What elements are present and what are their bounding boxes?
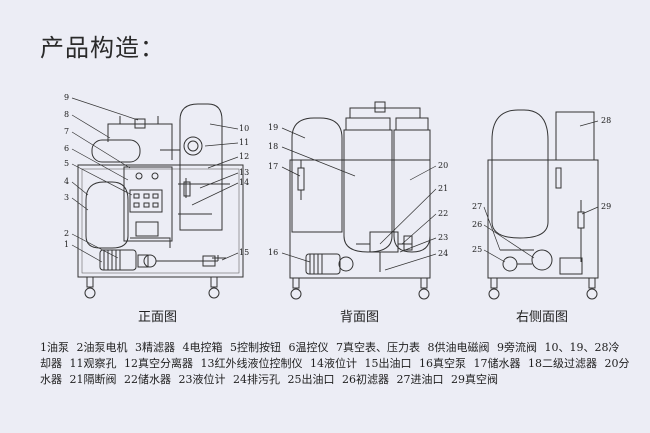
callout: 18: [268, 142, 279, 151]
page-title: 产品构造：: [40, 34, 165, 62]
callout: 13: [239, 168, 250, 177]
legend-item: 5控制按钮: [230, 341, 281, 354]
legend-item: 4电控箱: [182, 341, 223, 354]
callout: 17: [268, 162, 279, 171]
back-view: [281, 101, 437, 300]
legend-item: 18二级过滤器: [528, 357, 597, 370]
legend-item: 22储水器: [124, 373, 171, 386]
legend-item: 13红外线液位控制仪: [200, 357, 303, 370]
legend-item: 11观察孔: [69, 357, 117, 370]
callout: 7: [64, 127, 70, 136]
legend-item: 9旁流阀: [497, 341, 537, 354]
legend-item: 7真空表、压力表: [336, 341, 420, 354]
back-view-label: 背面图: [340, 310, 380, 325]
callout: 21: [438, 184, 449, 193]
legend-item: 10、19、28冷却器: [40, 341, 620, 370]
front-view: [71, 97, 244, 299]
legend-item: 20分水器: [40, 357, 630, 386]
callout: 25: [472, 245, 483, 254]
legend-item: 16真空泵: [419, 357, 466, 370]
callout: 16: [268, 248, 279, 257]
legend-item: 21隔断阀: [69, 373, 117, 386]
callout: 2: [64, 229, 70, 238]
callout: 29: [601, 202, 612, 211]
callout: 9: [64, 93, 70, 102]
callout: 24: [438, 249, 449, 258]
legend-item: 17储水器: [473, 357, 521, 370]
callout: 1: [64, 240, 70, 249]
legend-item: 8供油电磁阀: [427, 341, 490, 354]
callout: 12: [239, 152, 250, 161]
callout: 14: [239, 178, 250, 187]
legend-item: 27进油口: [396, 373, 444, 386]
callout: 15: [239, 248, 250, 257]
legend-item: 23液位计: [178, 373, 226, 386]
legend-item: 1油泵: [40, 341, 69, 354]
legend-item: 29真空阀: [451, 373, 498, 386]
callout: 20: [438, 161, 449, 170]
legend-item: 3精滤器: [135, 341, 175, 354]
callout: 3: [64, 193, 70, 202]
legend-item: 6温控仪: [288, 341, 329, 354]
callout: 6: [64, 144, 70, 153]
side-view-label: 右侧面图: [516, 310, 569, 325]
legend-item: 2油泵电机: [76, 341, 128, 354]
callout: 8: [64, 110, 70, 119]
front-view-label: 正面图: [138, 310, 178, 325]
legend-item: 14液位计: [310, 357, 357, 370]
legend-item: 26初滤器: [342, 373, 389, 386]
callout: 4: [64, 177, 70, 186]
parts-legend: 1油泵 2油泵电机 3精滤器 4电控箱 5控制按钮 6温控仪 7真空表、压力表 …: [40, 340, 630, 388]
callout: 28: [601, 116, 612, 125]
callout: 5: [64, 159, 70, 168]
legend-item: 24排污孔: [233, 373, 280, 386]
legend-item: 12真空分离器: [124, 357, 193, 370]
legend-item: 15出油口: [364, 357, 412, 370]
callout: 26: [472, 220, 483, 229]
side-view: [483, 109, 599, 300]
callout: 10: [239, 124, 250, 133]
callout: 22: [438, 209, 449, 218]
callout: 19: [268, 123, 279, 132]
callout: 23: [438, 233, 449, 242]
callout: 27: [472, 202, 483, 211]
callout: 11: [239, 138, 250, 147]
legend-item: 25出油口: [287, 373, 335, 386]
